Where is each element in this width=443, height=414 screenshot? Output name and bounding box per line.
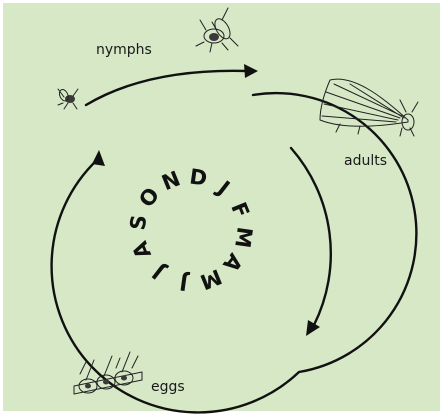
stage-label-nymphs: nymphs [96,42,152,58]
stage-label-adults: adults [344,153,387,169]
stage-label-eggs: eggs [151,379,185,395]
month-letter-5: M [230,225,257,249]
background-panel [3,3,440,411]
month-letter-2: D [188,164,209,190]
